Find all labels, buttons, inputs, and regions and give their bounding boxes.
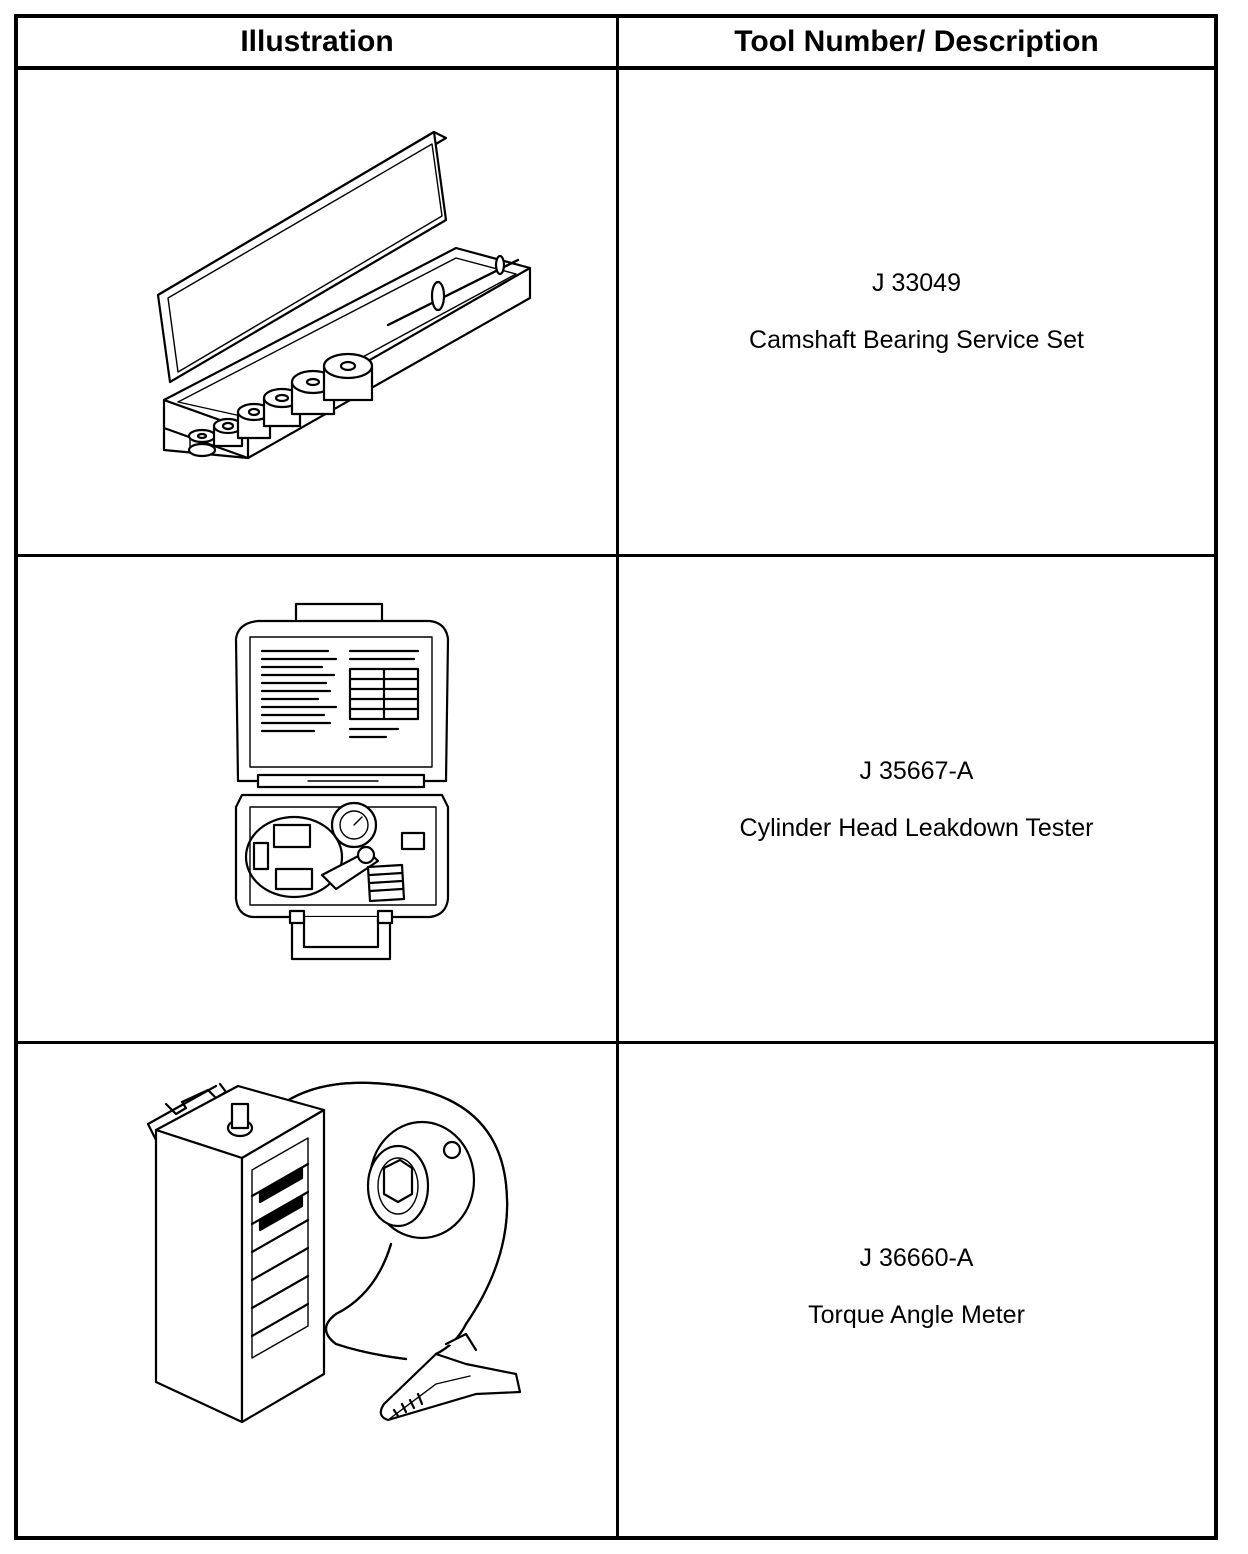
torque-angle-meter-illustration — [146, 1081, 522, 1424]
description-cell: J 33049 Camshaft Bearing Service Set — [619, 70, 1214, 557]
table-row: J 33049 Camshaft Bearing Service Set — [18, 70, 1214, 557]
tool-number: J 36660-A — [859, 1244, 974, 1272]
header-tool-number-description: Tool Number/ Description — [734, 25, 1099, 58]
leakdown-tester-case-illustration — [234, 602, 450, 961]
tool-number: J 35667-A — [859, 757, 974, 785]
table-row: J 36660-A Torque Angle Meter — [18, 1044, 1214, 1536]
description-cell: J 36660-A Torque Angle Meter — [619, 1044, 1214, 1536]
description-cell: J 35667-A Cylinder Head Leakdown Tester — [619, 557, 1214, 1044]
tool-number: J 33049 — [872, 269, 961, 297]
row-divider — [18, 554, 1214, 557]
tool-table: Illustration Tool Number/ Description — [14, 14, 1218, 1540]
header-illustration: Illustration — [240, 25, 394, 58]
row-divider — [18, 1041, 1214, 1044]
illustration-cell — [18, 557, 616, 1044]
tool-description: Cylinder Head Leakdown Tester — [739, 814, 1094, 842]
camshaft-bearing-service-set-illustration — [156, 130, 532, 460]
column-divider — [616, 18, 619, 1536]
tool-description: Torque Angle Meter — [808, 1301, 1025, 1329]
tool-description: Camshaft Bearing Service Set — [749, 326, 1084, 354]
illustration-cell — [18, 1044, 616, 1536]
illustration-cell — [18, 70, 616, 557]
table-row: J 35667-A Cylinder Head Leakdown Tester — [18, 557, 1214, 1044]
